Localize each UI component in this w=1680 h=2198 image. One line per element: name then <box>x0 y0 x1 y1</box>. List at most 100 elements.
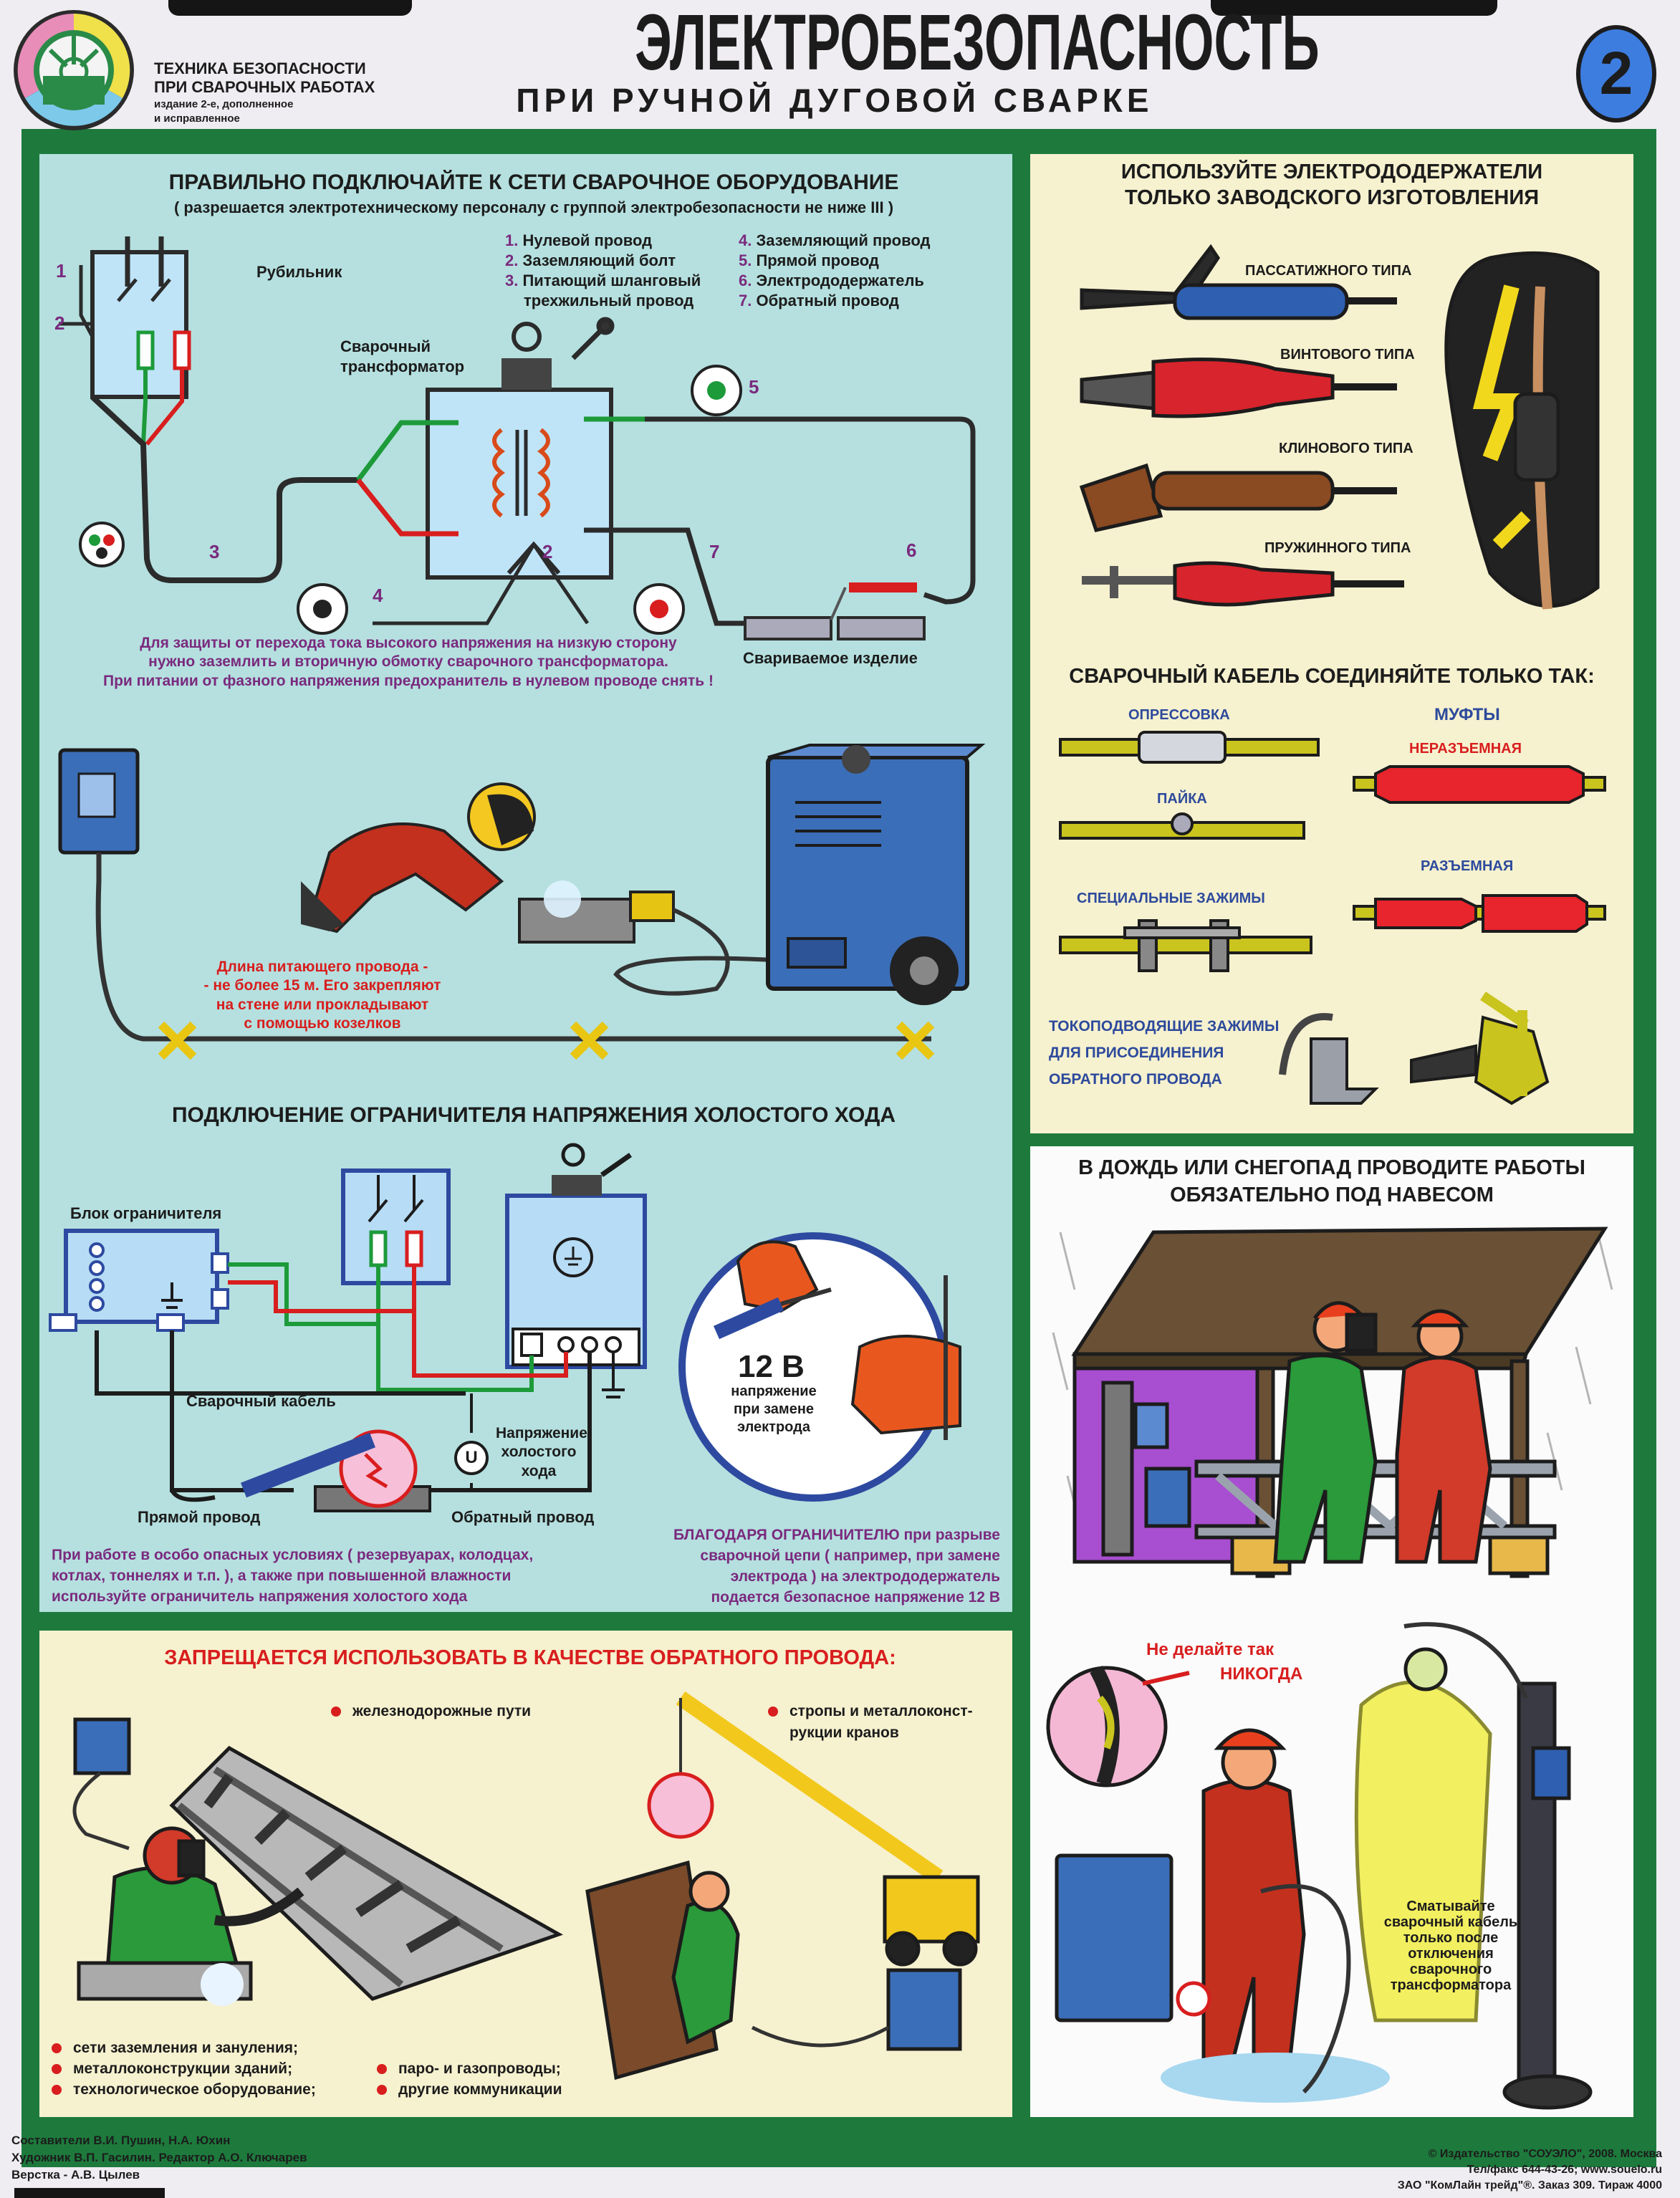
bullet-icon <box>377 2064 387 2075</box>
rain-shelter-scene <box>1052 1227 1613 1578</box>
sheet-number: 2 <box>1599 39 1633 107</box>
credit-line: ЗАО "КомЛайн трейд"®. Заказ 309. Тираж 4… <box>1397 2179 1662 2192</box>
forbidden-item-rails: железнодорожные пути <box>331 1702 531 1721</box>
never-label-2: НИКОГДА <box>1220 1664 1303 1684</box>
detachable-coupling-label: РАЗЪЕМНАЯ <box>1421 858 1514 874</box>
note-line: только после <box>1403 1930 1499 1946</box>
edition-line1: издание 2-е, дополненное <box>154 98 294 110</box>
page-title-text: ЭЛЕКТРОБЕЗОПАСНОСТЬ <box>635 0 1320 87</box>
forbidden-list-left: сети заземления и зануления; металлоконс… <box>52 2038 316 2100</box>
bullet-icon <box>52 2085 62 2096</box>
note-line: на стене или прокладывают <box>216 996 429 1013</box>
poster-clip <box>1211 0 1497 16</box>
legend-item: 7. Обратный провод <box>739 292 899 309</box>
transformer-label-2: трансформатор <box>340 357 465 375</box>
note-line: Сматывайте <box>1406 1899 1495 1914</box>
credit-line: Составители В.И. Пушин, Н.А. Юхин <box>11 2134 231 2147</box>
note-line: сварочный кабель <box>1383 1914 1518 1930</box>
cable-joints-title: СВАРОЧНЫЙ КАБЕЛЬ СОЕДИНЯЙТЕ ТОЛЬКО ТАК: <box>1069 665 1595 688</box>
credit-line: Верстка - А.В. Цылев <box>11 2168 140 2182</box>
marker-4: 4 <box>373 585 383 606</box>
marker-3: 3 <box>209 541 220 562</box>
note-line: с помощью козелков <box>244 1014 401 1032</box>
marker-7: 7 <box>709 541 720 562</box>
bullet-icon <box>52 2064 62 2075</box>
page-subtitle: ПРИ РУЧНОЙ ДУГОВОЙ СВАРКЕ <box>516 82 1153 119</box>
never-scene <box>1046 1622 1593 2110</box>
note-line: котлах, тоннелях и т.п. ), а также при п… <box>52 1568 512 1584</box>
marker-2: 2 <box>54 312 65 334</box>
safe-voltage-circle <box>678 1232 961 1502</box>
idle-voltage-label: Напряжение холостого хода <box>496 1424 587 1481</box>
label-line: ОБРАТНОГО ПРОВОДА <box>1049 1071 1222 1088</box>
workpiece-label: Свариваемое изделие <box>743 649 918 667</box>
connection-title: ПРАВИЛЬНО ПОДКЛЮЧАЙТЕ К СЕТИ СВАРОЧНОЕ О… <box>168 171 899 194</box>
note-line: отключения <box>1408 1946 1494 1962</box>
sheet-number-badge <box>1576 25 1656 123</box>
limiter-block-label: Блок ограничителя <box>70 1204 222 1222</box>
holder-type-screw: ВИНТОВОГО ТИПА <box>1280 347 1415 363</box>
legend-item: 5. Прямой провод <box>739 251 879 269</box>
legend-item: 4. Заземляющий провод <box>739 231 931 249</box>
legend-item: трехжильный провод <box>524 292 694 309</box>
note-line: нужно заземлить и вторичную обмотку свар… <box>148 653 668 671</box>
legend-item: 3. Питающий шланговый <box>505 272 701 289</box>
limiter-note-right: БЛАГОДАРЯ ОГРАНИЧИТЕЛЮ при разрыве сваро… <box>616 1525 1000 1608</box>
switch-label: Рубильник <box>256 263 342 281</box>
edition-line2: и исправленное <box>154 112 240 125</box>
credit-line: Тел/факс 644-43-26; www.souelo.ru <box>1467 2164 1662 2176</box>
special-clamps-label: СПЕЦИАЛЬНЫЕ ЗАЖИМЫ <box>1077 891 1265 906</box>
rain-title-2: ОБЯЗАТЕЛЬНО ПОД НАВЕСОМ <box>1170 1184 1494 1206</box>
safe-voltage-value: 12 В <box>738 1349 805 1384</box>
circuit-diagram <box>59 236 976 640</box>
cable-length-note: Длина питающего провода - - не более 15 … <box>143 958 501 1033</box>
holder-type-spring: ПРУЖИННОГО ТИПА <box>1264 540 1411 556</box>
forbidden-item: технологическое оборудование; <box>52 2079 316 2100</box>
bullet-icon <box>52 2043 62 2054</box>
note-line: используйте ограничитель напряжения холо… <box>52 1588 468 1605</box>
forbidden-item-crane-cont: рукции кранов <box>789 1724 899 1741</box>
label-line: холостого <box>501 1444 577 1461</box>
holders-title-2: ТОЛЬКО ЗАВОДСКОГО ИЗГОТОВЛЕНИЯ <box>1124 186 1540 209</box>
cable-joint-illustrations <box>1059 731 1606 1105</box>
note-line: Длина питающего провода - <box>216 959 428 975</box>
connection-subtitle: ( разрешается электротехническому персон… <box>173 198 894 216</box>
note-line: БЛАГОДАРЯ ОГРАНИЧИТЕЛЮ при разрыве <box>673 1527 1000 1543</box>
holders-title-1: ИСПОЛЬЗУЙТЕ ЭЛЕКТРОДОДЕРЖАТЕЛИ <box>1120 160 1543 183</box>
poster-clip <box>14 2188 165 2198</box>
note-line: Для защиты от перехода тока высокого нап… <box>140 635 677 651</box>
transformer-label-1: Сварочный <box>340 337 431 355</box>
return-clamps-label: ТОКОПОДВОДЯЩИЕ ЗАЖИМЫ ДЛЯ ПРИСОЕДИНЕНИЯ … <box>1049 1013 1279 1093</box>
legend-item: 1. Нулевой провод <box>505 231 653 249</box>
welder-scene <box>58 744 986 1060</box>
note-line: подается безопасное напряжение 12 В <box>711 1589 1001 1606</box>
rain-title-1: В ДОЖДЬ ИЛИ СНЕГОПАД ПРОВОДИТЕ РАБОТЫ <box>1078 1156 1585 1179</box>
limiter-diagram <box>49 1143 647 1512</box>
marker-5: 5 <box>749 376 759 398</box>
forbidden-item: паро- и газопроводы; <box>377 2058 562 2079</box>
forbidden-list-right: паро- и газопроводы; другие коммуникации <box>377 2058 562 2100</box>
permanent-coupling-label: НЕРАЗЪЕМНАЯ <box>1409 741 1522 757</box>
label-line: ДЛЯ ПРИСОЕДИНЕНИЯ <box>1049 1045 1224 1061</box>
note-line: электрода ) на электрододержатель <box>730 1568 1000 1585</box>
safe-voltage-caption: напряжение при замене электрода <box>716 1383 831 1436</box>
welding-cable-label: Сварочный кабель <box>186 1392 336 1410</box>
caption-line: при замене <box>733 1401 815 1417</box>
label-line: ТОКОПОДВОДЯЩИЕ ЗАЖИМЫ <box>1049 1018 1280 1035</box>
note-line: сварочного <box>1409 1962 1492 1977</box>
label-line: хода <box>521 1462 557 1479</box>
caption-line: электрода <box>737 1419 810 1435</box>
forbidden-item: сети заземления и зануления; <box>52 2038 316 2058</box>
electrode-holders <box>1079 244 1600 610</box>
couplings-label: МУФТЫ <box>1434 705 1500 724</box>
series-title-line2: ПРИ СВАРОЧНЫХ РАБОТАХ <box>154 78 375 96</box>
forbidden-scene <box>72 1691 980 2081</box>
credits-right: © Издательство "СОУЭЛО", 2008. Москва Те… <box>1218 2146 1662 2194</box>
label-line: Напряжение <box>496 1425 587 1441</box>
forbidden-item: металлоконструкции зданий; <box>52 2058 316 2079</box>
bullet-icon <box>377 2085 387 2096</box>
marker-1: 1 <box>56 260 67 282</box>
never-label-1: Не делайте так <box>1146 1640 1275 1659</box>
direct-wire-label: Прямой провод <box>138 1508 261 1526</box>
